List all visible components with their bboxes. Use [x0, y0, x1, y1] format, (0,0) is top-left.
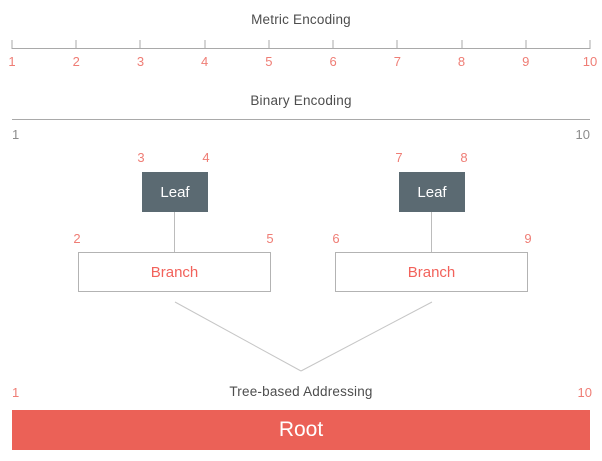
metric-ruler-tick [461, 40, 463, 49]
metric-ruler-tick-label: 5 [265, 54, 273, 69]
metric-ruler-tick-label: 4 [201, 54, 209, 69]
metric-encoding-title: Metric Encoding [251, 12, 351, 27]
leaf-right-start-label: 7 [395, 150, 403, 165]
leaf-left-end-label: 4 [202, 150, 210, 165]
metric-ruler [11, 40, 591, 49]
leaf-node-left-label: Leaf [160, 183, 190, 201]
binary-encoding-title: Binary Encoding [250, 93, 352, 108]
metric-ruler-tick [11, 40, 13, 49]
metric-ruler-tick-label: 9 [522, 54, 530, 69]
branch-node-left: Branch [78, 252, 271, 292]
branch-node-left-label: Branch [150, 263, 199, 281]
tree-based-addressing-title: Tree-based Addressing [229, 384, 373, 399]
leaf-right-end-label: 8 [460, 150, 468, 165]
binary-end-label: 10 [575, 127, 590, 142]
metric-ruler-tick-label: 6 [329, 54, 337, 69]
metric-ruler-tick [75, 40, 77, 49]
leaf-node-left: Leaf [142, 172, 208, 212]
metric-ruler-tick-label: 10 [582, 54, 598, 69]
branch-right-start-label: 6 [332, 231, 340, 246]
branch-left-end-label: 5 [266, 231, 274, 246]
metric-ruler-tick [525, 40, 527, 49]
metric-ruler-tick-label: 1 [8, 54, 16, 69]
branch-node-right-label: Branch [407, 263, 456, 281]
branch-node-right: Branch [335, 252, 528, 292]
metric-ruler-tick-label: 2 [72, 54, 80, 69]
metric-ruler-tick-label: 3 [136, 54, 145, 69]
binary-encoding-line [12, 119, 590, 120]
leaf-node-right-label: Leaf [417, 183, 447, 201]
metric-ruler-tick-label: 7 [393, 54, 401, 69]
leaf-node-right: Leaf [399, 172, 465, 212]
leaf-left-start-label: 3 [137, 150, 145, 165]
root-start-label: 1 [12, 385, 20, 400]
metric-ruler-tick [589, 40, 591, 49]
branch-left-start-label: 2 [73, 231, 81, 246]
root-end-label: 10 [577, 385, 592, 400]
leaf-branch-connector-right [431, 212, 432, 252]
metric-ruler-tick [139, 40, 141, 49]
metric-ruler-tick [396, 40, 398, 49]
metric-ruler-tick [204, 40, 206, 49]
metric-ruler-tick-label: 8 [457, 54, 466, 69]
root-node-label: Root [278, 418, 324, 441]
root-node: Root [12, 410, 590, 450]
branch-right-end-label: 9 [524, 231, 532, 246]
metric-ruler-tick [268, 40, 270, 49]
leaf-branch-connector-left [174, 212, 175, 252]
metric-ruler-tick [332, 40, 334, 49]
binary-start-label: 1 [12, 127, 20, 142]
metric-ruler-labels: 1 2 3 4 5 6 7 8 9 10 [8, 54, 597, 70]
